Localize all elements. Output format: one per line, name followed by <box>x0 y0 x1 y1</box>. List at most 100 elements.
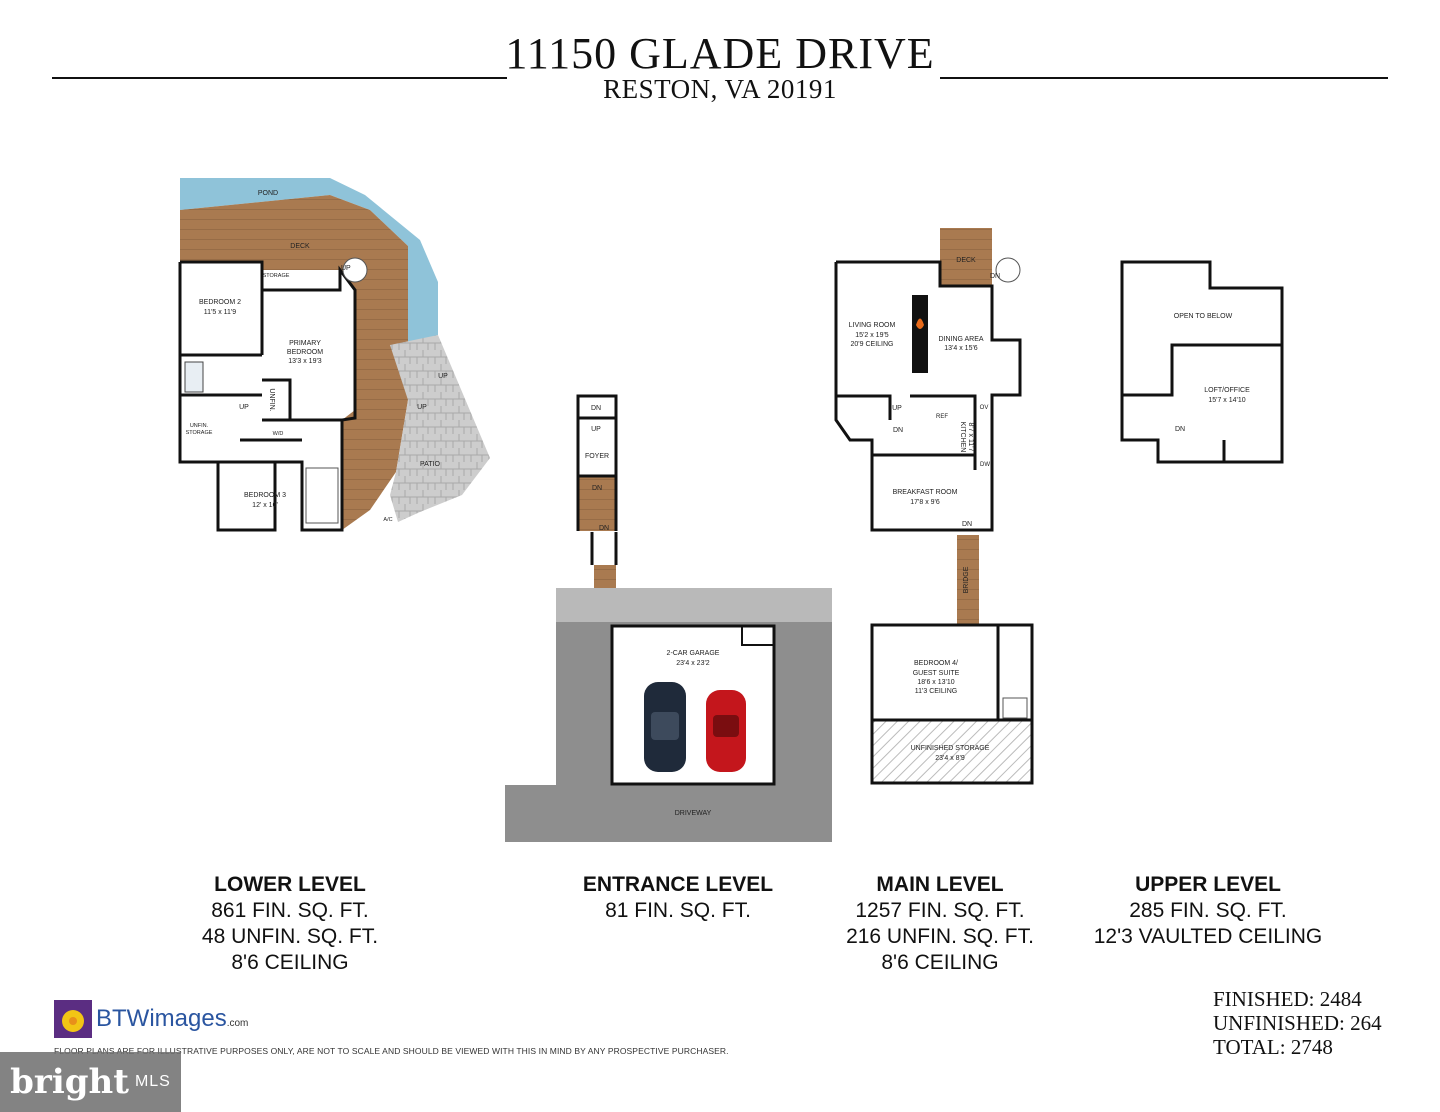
lower-level-unfin: 48 UNFIN. SQ. FT. <box>201 925 379 948</box>
main-level-fin: 1257 FIN. SQ. FT. <box>855 899 1025 922</box>
totals: FINISHED: 2484 UNFINISHED: 264 TOTAL: 27… <box>1213 987 1382 1059</box>
label-breakfast: BREAKFAST ROOM <box>893 489 958 496</box>
main-level-title: MAIN LEVEL <box>876 873 1004 896</box>
main-level-summary: MAIN LEVEL 1257 FIN. SQ. FT. 216 UNFIN. … <box>800 872 1080 976</box>
label-bedroom3-dim: 12' x 10' <box>252 502 278 509</box>
main-deck <box>940 228 992 286</box>
brand-name: BTWimages.com <box>96 1005 249 1032</box>
label-unfin: UNFIN. <box>268 388 275 411</box>
label-bedroom4: BEDROOM 4/ <box>914 660 958 667</box>
label-open-below: OPEN TO BELOW <box>1174 313 1233 320</box>
flower-logo-icon <box>54 1000 92 1038</box>
label-dn-deck: DN <box>990 273 1000 280</box>
label-kitchen: KITCHEN <box>959 422 966 453</box>
patio-area <box>390 335 490 522</box>
label-bedroom2: BEDROOM 2 <box>199 299 241 306</box>
label-dn-entrance-2: DN <box>592 485 602 492</box>
main-level-plan: DECK DN LIVING ROOM 15'2 x 19'5 20'9 CEI… <box>834 228 1034 785</box>
page-subtitle: RESTON, VA 20191 <box>603 74 837 104</box>
label-pond: POND <box>258 190 278 197</box>
watermark-mls: MLS <box>134 1073 171 1090</box>
label-dining-dim: 13'4 x 15'6 <box>944 345 978 352</box>
label-living: LIVING ROOM <box>849 322 896 329</box>
label-dn-main: DN <box>893 427 903 434</box>
label-bedroom2-dim: 11'5 x 11'9 <box>204 309 236 316</box>
label-dw: DW <box>980 462 990 468</box>
total-finished: FINISHED: 2484 <box>1213 987 1362 1011</box>
entrance-level-title: ENTRANCE LEVEL <box>582 873 774 896</box>
disclaimer: FLOOR PLANS ARE FOR ILLUSTRATIVE PURPOSE… <box>54 1046 729 1056</box>
label-wd: W/D <box>273 431 284 437</box>
unfinished-storage-area <box>872 720 1032 783</box>
label-dn-breakfast: DN <box>962 521 972 528</box>
label-bedroom4b: GUEST SUITE <box>913 670 960 677</box>
title-rule-left <box>52 77 507 79</box>
garage-apron <box>556 588 832 622</box>
label-unfinished-storage: UNFINISHED STORAGE <box>911 745 990 752</box>
label-loft: LOFT/OFFICE <box>1204 387 1250 394</box>
bright-mls-watermark: bright MLS <box>0 1052 181 1112</box>
upper-level-title: UPPER LEVEL <box>1135 873 1281 896</box>
lower-level-summary: LOWER LEVEL 861 FIN. SQ. FT. 48 UNFIN. S… <box>150 872 430 976</box>
lower-level-fin: 861 FIN. SQ. FT. <box>211 899 369 922</box>
bridge <box>957 535 979 625</box>
label-patio: PATIO <box>420 461 441 468</box>
label-dn-entrance-3: DN <box>599 525 609 532</box>
label-ref: REF <box>936 414 948 420</box>
label-kitchen-dim: 8'7 x 11'7 <box>967 422 974 451</box>
label-bedroom4-dim: 18'6 x 13'10 <box>917 679 954 686</box>
page-title: 11150 GLADE DRIVE <box>505 29 935 78</box>
label-driveway: DRIVEWAY <box>675 810 712 817</box>
lower-level-plan: POND DECK STORAGE UP BEDROOM 2 11'5 x 11… <box>178 178 490 532</box>
lower-level-title: LOWER LEVEL <box>214 873 366 896</box>
label-living-ceiling: 20'9 CEILING <box>851 341 894 348</box>
label-living-dim: 15'2 x 19'5 <box>855 332 889 339</box>
label-unfin-storage-1: UNFIN. <box>190 423 209 429</box>
upper-level-summary: UPPER LEVEL 285 FIN. SQ. FT. 12'3 VAULTE… <box>1068 872 1348 950</box>
label-bridge: BRIDGE <box>963 566 970 593</box>
label-deck-lower: DECK <box>290 243 310 250</box>
entrance-level-fin: 81 FIN. SQ. FT. <box>605 899 751 922</box>
label-foyer: FOYER <box>585 453 609 460</box>
upper-level-plan: OPEN TO BELOW LOFT/OFFICE 15'7 x 14'10 D… <box>1120 260 1284 464</box>
entrance-level-summary: ENTRANCE LEVEL 81 FIN. SQ. FT. <box>538 872 818 924</box>
upper-level-fin: 285 FIN. SQ. FT. <box>1129 899 1287 922</box>
label-dining: DINING AREA <box>938 336 983 343</box>
lower-level-ceiling: 8'6 CEILING <box>231 951 349 974</box>
label-up-entrance: UP <box>591 426 601 433</box>
label-primary-2: BEDROOM <box>287 349 323 356</box>
label-primary-dim: 13'3 x 19'3 <box>288 358 322 365</box>
total-all: TOTAL: 2748 <box>1213 1035 1333 1059</box>
label-bedroom4-ceiling: 11'3 CEILING <box>915 688 957 695</box>
label-ov: OV <box>980 405 989 411</box>
upper-level-ceiling: 12'3 VAULTED CEILING <box>1093 925 1323 948</box>
garage-room <box>610 624 776 786</box>
label-storage: STORAGE <box>263 273 290 279</box>
main-level-unfin: 216 UNFIN. SQ. FT. <box>846 925 1034 948</box>
pond-area <box>180 178 438 345</box>
label-loft-dim: 15'7 x 14'10 <box>1208 397 1245 404</box>
brand-logo: BTWimages.com <box>54 1000 248 1038</box>
label-garage: 2-CAR GARAGE <box>667 650 720 657</box>
label-up-patio-1: UP <box>438 373 448 380</box>
label-deck-main: DECK <box>956 257 976 264</box>
label-bedroom3: BEDROOM 3 <box>244 492 286 499</box>
total-unfinished: UNFINISHED: 264 <box>1213 1011 1382 1035</box>
label-up-patio-2: UP <box>417 404 427 411</box>
label-ac: A/C <box>383 517 392 523</box>
watermark-bright: bright <box>10 1062 129 1102</box>
label-unfinished-storage-dim: 23'4 x 8'9 <box>935 755 965 762</box>
label-breakfast-dim: 17'8 x 9'6 <box>910 499 940 506</box>
main-level-ceiling: 8'6 CEILING <box>881 951 999 974</box>
floor-plan-diagram: POND DECK STORAGE UP BEDROOM 2 11'5 x 11… <box>178 178 1284 842</box>
label-primary: PRIMARY <box>289 340 321 347</box>
label-dn-upper: DN <box>1175 426 1185 433</box>
label-up-main: UP <box>892 405 902 412</box>
fireplace-flame-icon <box>916 318 924 329</box>
label-up-spiral: UP <box>341 265 351 272</box>
label-garage-dim: 23'4 x 23'2 <box>676 660 710 667</box>
title-rule-right <box>940 77 1388 79</box>
label-unfin-storage-2: STORAGE <box>186 430 213 436</box>
label-dn-entrance-1: DN <box>591 405 601 412</box>
entrance-level-plan: DN UP FOYER DN DN 2-CAR GARAGE 23'4 x 23… <box>505 394 832 842</box>
